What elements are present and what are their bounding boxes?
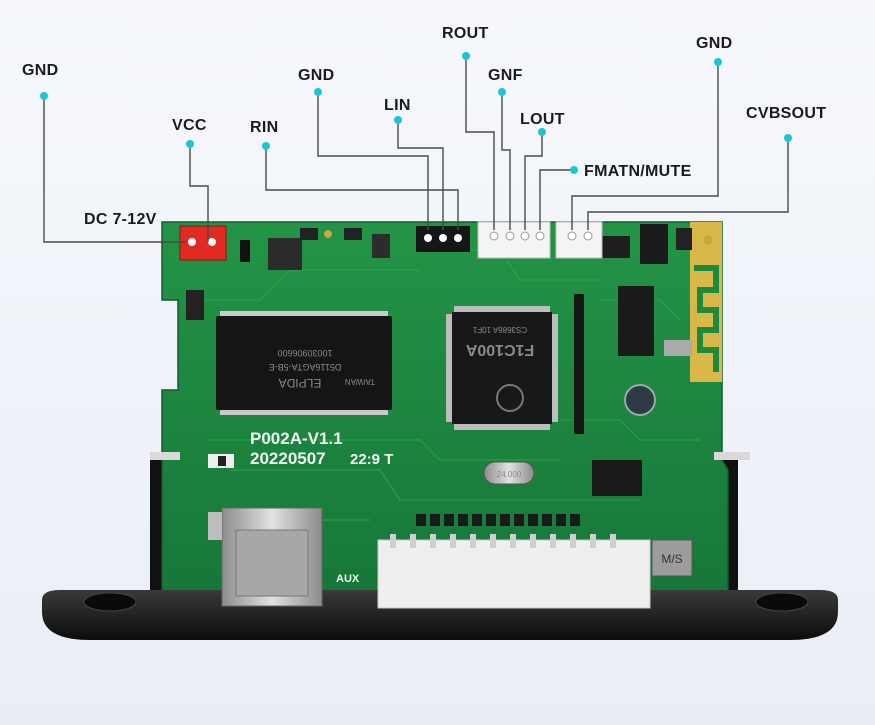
ram-origin: TAIWAN <box>345 377 375 386</box>
board-code: 22:9 T <box>350 451 393 468</box>
dot-cvbsout <box>784 134 792 142</box>
board-model: P002A-V1.1 <box>250 429 343 448</box>
dc-pin-2 <box>208 238 216 246</box>
crystal-label: 24.000 <box>497 470 522 479</box>
panel-screw-right <box>755 592 809 612</box>
out-pin-gnf <box>505 231 515 241</box>
mcu-pins <box>446 306 558 430</box>
out-pin-fmatn <box>535 231 545 241</box>
line-fmatn <box>539 169 574 230</box>
label-gnf: GNF <box>488 67 523 84</box>
label-lout: LOUT <box>520 111 565 128</box>
dc-power-connector <box>179 225 227 261</box>
video-pin-gnd <box>567 231 577 241</box>
label-gnd-left: GND <box>22 62 58 79</box>
mode-switch-label: M/S <box>661 552 682 566</box>
ram-pins <box>220 311 388 415</box>
dc-pin-1 <box>188 238 196 246</box>
dot-vcc <box>186 140 194 148</box>
usb-shell-tab <box>208 512 222 540</box>
callout-dots <box>40 52 792 174</box>
panel-screw-left <box>83 592 137 612</box>
mode-switch <box>651 539 693 577</box>
line-cvbsout <box>587 138 789 230</box>
front-connector-pins <box>390 534 616 548</box>
ram-lot: 10030906600 <box>277 348 332 358</box>
callout-lines <box>43 56 789 243</box>
header-pin-rin <box>454 234 462 242</box>
label-rout: ROUT <box>442 25 489 42</box>
line-rin <box>265 146 459 230</box>
video-out-connector <box>555 221 603 259</box>
dot-lin <box>394 116 402 124</box>
line-gnd-mid <box>317 92 429 230</box>
ram-chip <box>216 316 392 410</box>
label-vcc: VCC <box>172 117 207 134</box>
smd-components <box>186 224 713 496</box>
mcu-part: F1C100A <box>465 341 534 358</box>
front-connector <box>377 539 651 609</box>
antenna-trace <box>694 265 719 372</box>
resistor-row <box>416 514 580 526</box>
ram-part: D5116AGTA-5B-E <box>269 362 342 372</box>
mcu-chip <box>452 312 552 424</box>
dot-gnd-right <box>714 58 722 66</box>
dot-rin <box>262 142 270 150</box>
screw-right <box>714 452 750 460</box>
mcu-lot: CS3686A 10F1 <box>472 325 527 334</box>
line-lout <box>524 132 543 230</box>
out-pin-lout <box>520 231 530 241</box>
header-pin-gnd <box>424 234 432 242</box>
aux-label: AUX <box>336 573 360 585</box>
label-cvbsout: CVBSOUT <box>746 105 826 122</box>
line-gnd-left <box>43 96 186 243</box>
dot-gnd-left <box>40 92 48 100</box>
line-lin <box>397 120 444 230</box>
screw-left <box>150 452 180 460</box>
usb-port-opening <box>235 529 309 597</box>
board-date: 20220507 <box>250 449 326 468</box>
label-rin: RIN <box>250 119 278 136</box>
dot-gnf <box>498 88 506 96</box>
label-lin: LIN <box>384 97 411 114</box>
line-gnf <box>501 92 511 230</box>
label-dc-input: DC 7-12V <box>84 211 157 228</box>
label-fmatn-mute: FMATN/MUTE <box>584 163 692 180</box>
label-gnd-mid: GND <box>298 67 334 84</box>
line-gnd-right <box>571 62 719 230</box>
out-pin-rout <box>489 231 499 241</box>
video-pin-cvbs <box>583 231 593 241</box>
dot-rout <box>462 52 470 60</box>
label-gnd-right: GND <box>696 35 732 52</box>
crystal <box>483 461 535 485</box>
ram-brand: ELPIDA <box>279 376 322 390</box>
dot-lout <box>538 128 546 136</box>
line-vcc <box>189 144 209 242</box>
mcu-logo-icon <box>496 384 524 412</box>
dot-fmatn <box>570 166 578 174</box>
header-pin-lin <box>439 234 447 242</box>
line-rout <box>465 56 495 230</box>
dot-gnd-mid <box>314 88 322 96</box>
